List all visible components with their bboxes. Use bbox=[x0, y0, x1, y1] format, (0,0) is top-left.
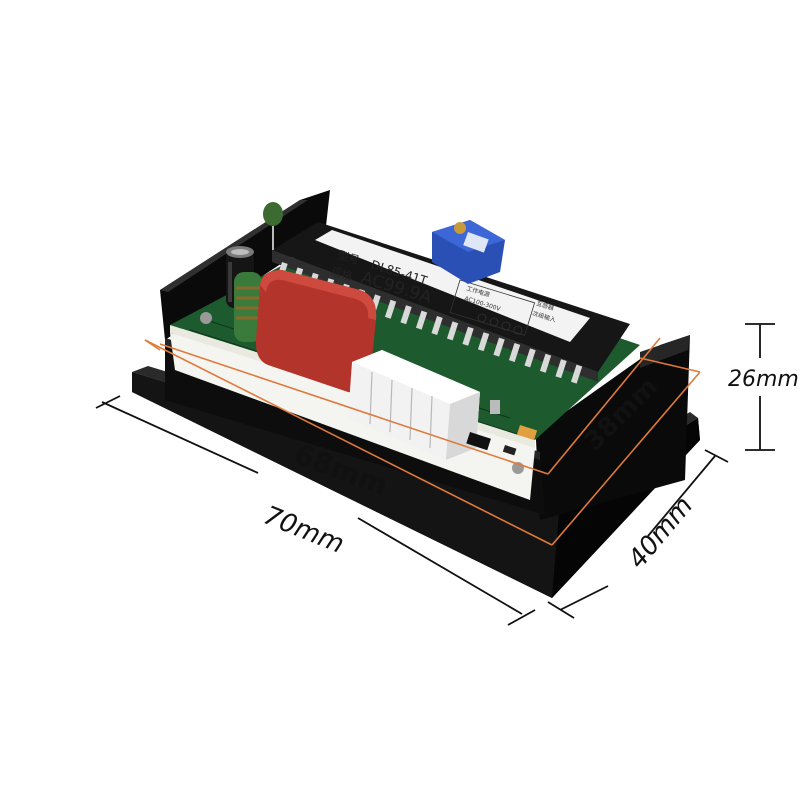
trimmer-potentiometer bbox=[432, 220, 505, 284]
module-pin bbox=[477, 332, 490, 352]
dimension-lines bbox=[95, 323, 775, 626]
module-pin bbox=[539, 353, 552, 373]
module-pin bbox=[570, 364, 583, 384]
module-pin bbox=[415, 310, 428, 330]
module-pin bbox=[400, 305, 412, 325]
module-pin bbox=[384, 299, 397, 319]
module-pin bbox=[524, 348, 536, 368]
green-inductor bbox=[263, 202, 283, 250]
height-label: 26mm bbox=[728, 367, 799, 392]
spec-prefix: 规格 bbox=[329, 263, 354, 283]
module-pin bbox=[431, 316, 443, 335]
module-pin bbox=[446, 321, 459, 341]
terminal-symbols bbox=[477, 313, 523, 335]
module-pin bbox=[555, 359, 567, 379]
outer-length-label: 70mm bbox=[259, 501, 348, 560]
module-pin bbox=[462, 326, 474, 346]
module-pin bbox=[508, 343, 521, 362]
dimension-guide-outline bbox=[144, 337, 701, 546]
film-capacitor bbox=[255, 270, 377, 393]
smd-components bbox=[200, 312, 538, 474]
green-resistor bbox=[234, 272, 262, 342]
module-pin bbox=[493, 337, 505, 357]
model-prefix: 型号 bbox=[336, 247, 361, 267]
